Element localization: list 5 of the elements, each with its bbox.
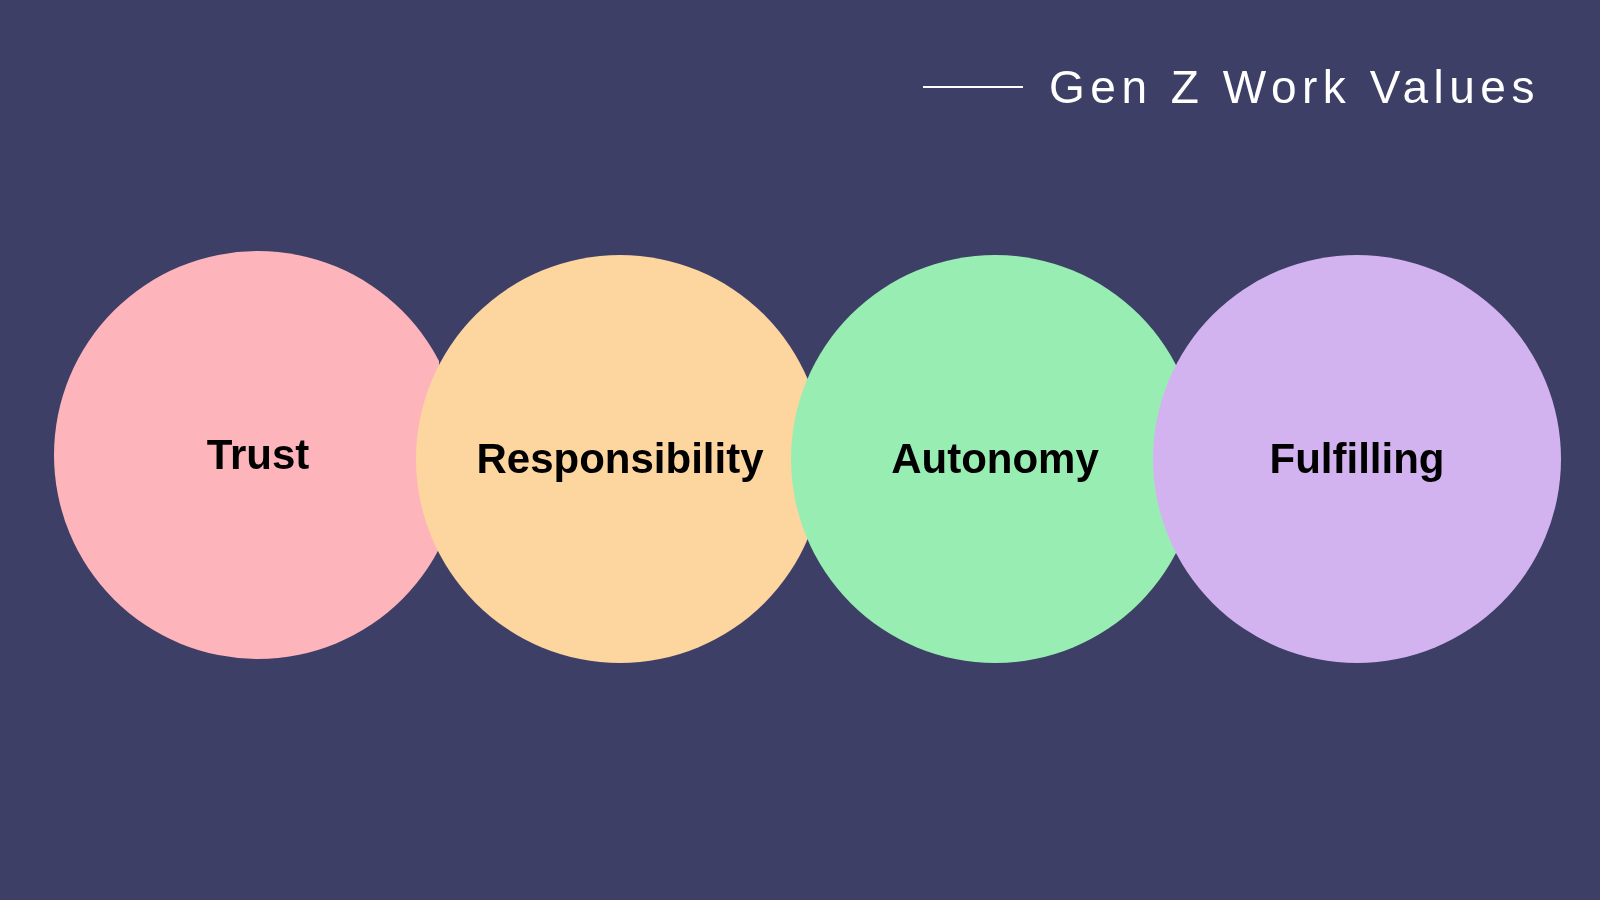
diagram-title: Gen Z Work Values bbox=[1049, 64, 1540, 110]
value-label: Trust bbox=[205, 429, 311, 480]
value-label: Fulfilling bbox=[1268, 433, 1446, 484]
value-label: Autonomy bbox=[890, 433, 1100, 484]
value-label: Responsibility bbox=[475, 433, 765, 484]
